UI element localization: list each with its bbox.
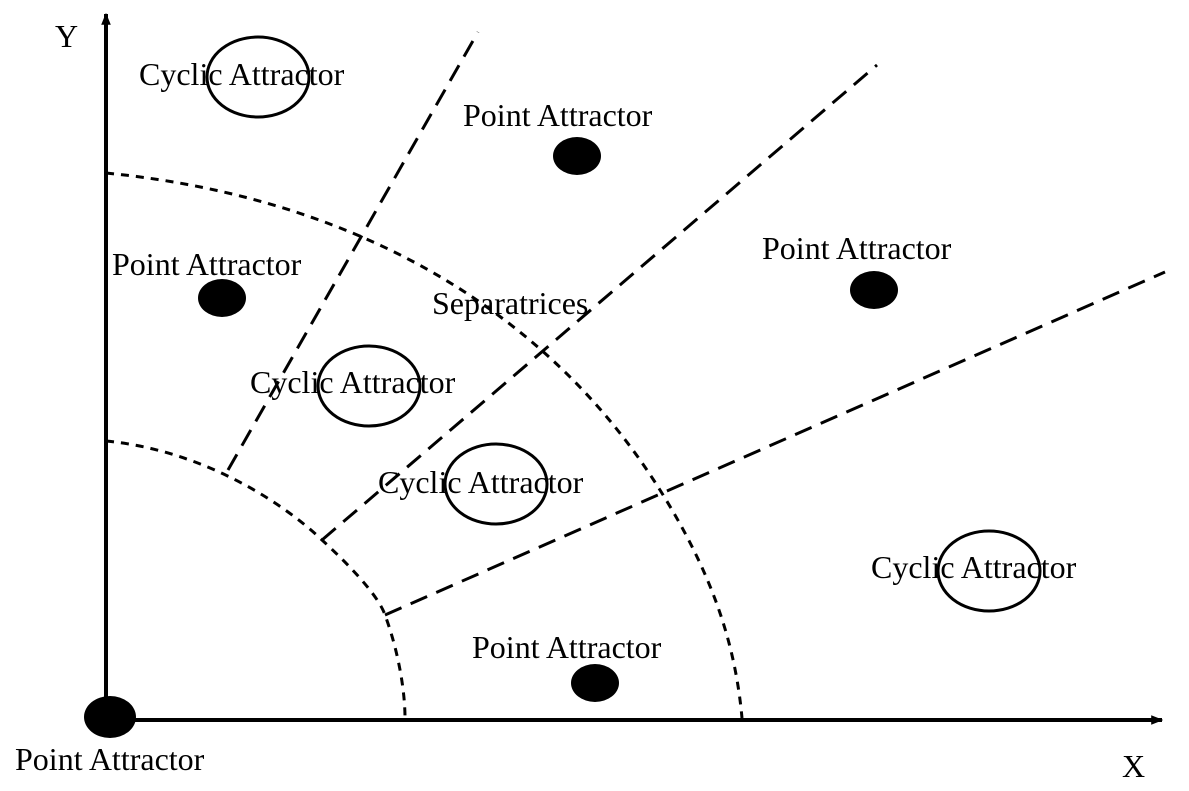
label-separatrices: Separatrices	[432, 285, 588, 321]
x-axis-label: X	[1122, 748, 1145, 784]
separatrix-arc-inner	[105, 439, 407, 719]
label-point-top-middle: Point Attractor	[463, 97, 653, 133]
point-attractor-right	[850, 271, 898, 309]
y-axis-label: Y	[55, 18, 78, 54]
point-attractor-left	[198, 279, 246, 317]
label-cyclic-center: Cyclic Attractor	[378, 464, 584, 500]
cyclic-attractor-top-left	[205, 35, 311, 119]
label-cyclic-top-left: Cyclic Attractor	[139, 56, 345, 92]
cyclic-attractor-center-left	[316, 344, 422, 428]
label-cyclic-right: Cyclic Attractor	[871, 549, 1077, 585]
cyclic-attractor-right	[936, 529, 1042, 613]
cyclic-attractor-center	[443, 442, 549, 526]
label-point-right: Point Attractor	[762, 230, 952, 266]
point-attractor-origin	[84, 696, 136, 738]
label-point-left: Point Attractor	[112, 246, 302, 282]
label-point-bottom: Point Attractor	[472, 629, 662, 665]
point-attractor-bottom	[571, 664, 619, 702]
separatrix-line-1	[226, 31, 480, 471]
separatrix-line-3	[384, 270, 1166, 617]
label-point-origin: Point Attractor	[15, 741, 205, 777]
separatrix-line-2	[321, 63, 878, 542]
point-attractor-top-middle	[553, 137, 601, 175]
label-cyclic-center-left: Cyclic Attractor	[250, 364, 456, 400]
